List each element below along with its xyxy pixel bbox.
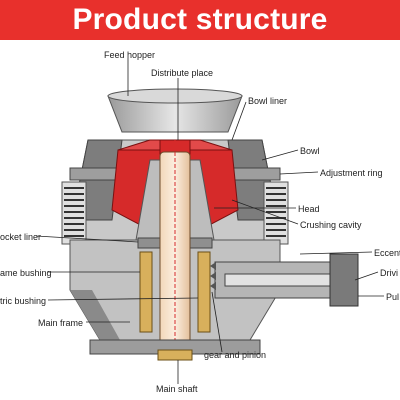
- cone-crusher-diagram: [35, 58, 384, 384]
- main-frame-shade: [70, 290, 120, 340]
- leader-lines: [35, 58, 384, 384]
- label-gear-and-pinion: gear and pinion: [204, 350, 267, 360]
- leader-socket-liner: [35, 235, 139, 243]
- eccentric-bushing: [197, 251, 211, 333]
- label-distribute-place: Distribute place: [151, 68, 214, 78]
- title-banner: Product structure: [0, 0, 400, 40]
- label-eccentric: Eccent: [374, 248, 400, 258]
- label-bowl-liner: Bowl liner: [248, 96, 288, 106]
- leader-drive: [354, 271, 379, 281]
- label-head: Head: [298, 204, 320, 214]
- label-bowl: Bowl: [300, 146, 320, 156]
- frame-bushing: [139, 251, 153, 333]
- leader-eccentric: [299, 251, 373, 255]
- leader-eccentric-bushing: [47, 297, 199, 301]
- feed-hopper-rim: [107, 88, 243, 104]
- label-socket-liner: ocket liner: [0, 232, 42, 242]
- gear-and-pinion-teeth: [210, 262, 216, 290]
- label-main-frame: Main frame: [38, 318, 84, 328]
- page-title: Product structure: [72, 3, 328, 36]
- label-drive: Drivi: [380, 268, 398, 278]
- label-frame-bushing: ame bushing: [0, 268, 52, 278]
- leader-adjustment-ring: [279, 171, 319, 175]
- leader-crushing-cavity: [231, 199, 299, 225]
- label-crushing-cavity: Crushing cavity: [300, 220, 362, 230]
- spring-left: [61, 181, 87, 245]
- label-feed-hopper: Feed hopper: [104, 50, 156, 60]
- shaft-bottom-bearing: [157, 349, 193, 361]
- pulley: [329, 253, 359, 307]
- leader-bowl: [261, 149, 299, 161]
- label-pulley: Pul: [386, 292, 400, 302]
- label-adjustment-ring: Adjustment ring: [320, 168, 383, 178]
- label-eccentric-bushing: tric bushing: [0, 296, 47, 306]
- label-main-shaft: Main shaft: [156, 384, 198, 394]
- leader-gear-and-pinion: [211, 291, 223, 353]
- leader-bowl-liner: [231, 101, 247, 141]
